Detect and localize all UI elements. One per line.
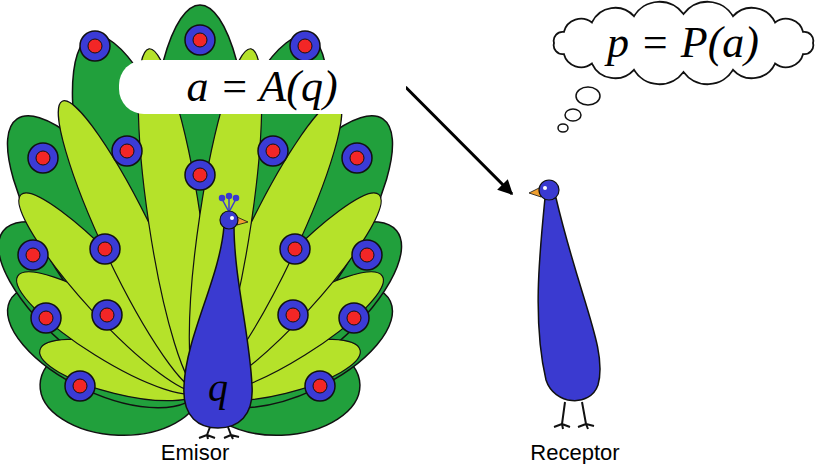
receiver-figure: Receptor (512, 176, 638, 464)
variable-label: q (208, 365, 228, 411)
figure-label: Receptor (530, 442, 619, 464)
peacock-body (184, 194, 252, 440)
body-label-box: q (204, 364, 232, 412)
formula: a = A(q) (186, 62, 337, 113)
cloud-shape (553, 2, 813, 84)
formula: p = P(a) (607, 18, 759, 69)
thought-bubbles (558, 87, 600, 132)
formula-pill: a = A(q) (119, 60, 406, 115)
peacock-tail (0, 5, 428, 438)
peahen-body (529, 180, 600, 429)
arrow-connector (406, 87, 513, 194)
emitter-figure: a = A(q) qEmisor (0, 0, 390, 464)
figure-label: Emisor (161, 442, 229, 464)
thought-cloud: p = P(a) (541, 1, 826, 85)
